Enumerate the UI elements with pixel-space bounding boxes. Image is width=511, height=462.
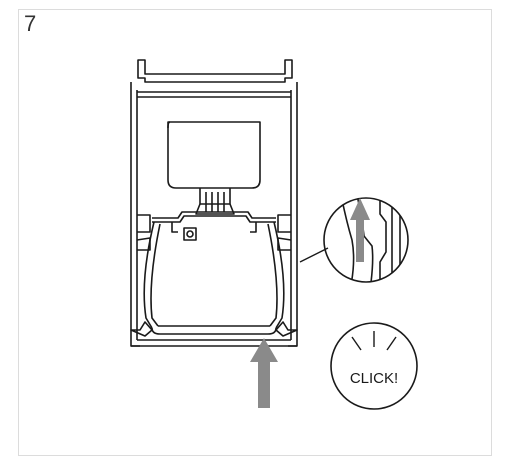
push-up-arrow-icon [250, 338, 278, 408]
click-burst-icon: CLICK! [330, 322, 418, 410]
step-number: 7 [24, 11, 37, 36]
diffuser-insert [143, 211, 285, 335]
driver-box [167, 121, 261, 215]
detail-up-arrow-icon [350, 198, 370, 262]
click-label: CLICK! [350, 370, 398, 387]
detail-callout [299, 197, 409, 283]
profile-housing [130, 59, 298, 347]
